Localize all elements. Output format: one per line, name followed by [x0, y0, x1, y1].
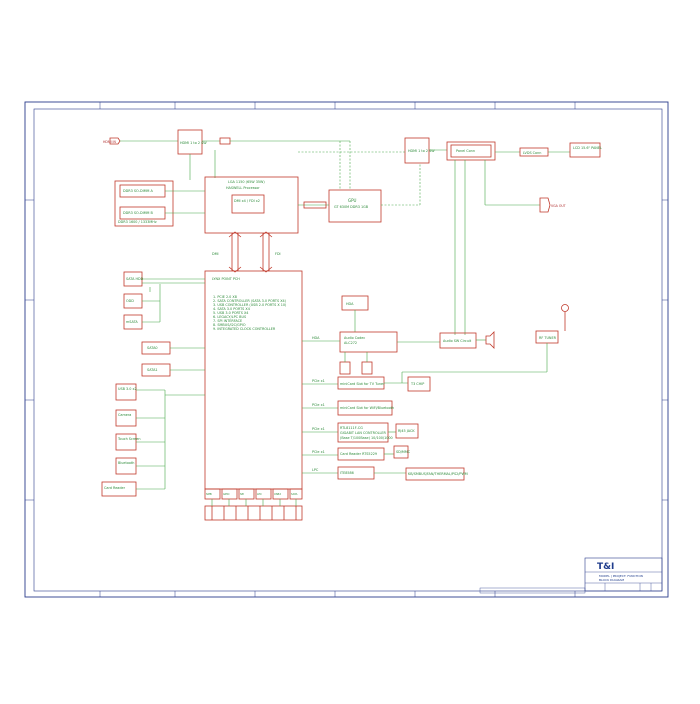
pch-feature: 7. SPI INTERFACE	[213, 319, 242, 323]
sata1-label: SATA1	[147, 368, 158, 372]
cpu-inner-box	[231, 194, 265, 214]
ec-sub-label: KB/SMBUS/FAN/THERMAL/PS2/PWM	[408, 472, 468, 476]
audio-switch-label: Audio SW Circuit	[443, 339, 472, 343]
display-switch-label: HDMI 1 to 2 SW	[408, 149, 435, 153]
storage-devices: SATA HDD ODD mSATA	[123, 271, 205, 330]
lpc-label: LPC	[312, 468, 319, 472]
antenna-icon	[561, 304, 569, 312]
gpu-box	[328, 189, 382, 223]
hdmi-mux-label: HDMI 1 to 2 SW	[180, 141, 207, 145]
hdmi-buffer	[219, 137, 231, 145]
vga-connector	[539, 197, 551, 213]
speaker-icon	[485, 331, 495, 349]
mic-box	[361, 361, 373, 375]
cardreader-label: Card Reader RTS5229	[340, 452, 377, 456]
cpu-title: LGA 1150 (65W 35W)	[228, 180, 265, 184]
pcie-bus-label: PCIe x1	[312, 379, 325, 383]
lan-sub2: (Base T/100Base) 10/100/1000	[340, 436, 393, 440]
dmi-fdi-links: DMI FDI	[212, 231, 281, 273]
cpu-subtitle: HASWELL Processor	[226, 186, 260, 190]
bus-label: SMB	[206, 492, 212, 496]
zone-ticks	[25, 102, 668, 597]
rf-tuner-label: RF TUNER	[539, 336, 557, 340]
ddr-group	[114, 180, 174, 227]
codec-sub: ALC272	[344, 341, 357, 345]
pch-feature: 3. USB CONTROLLER (USB 2.0 PORTS X 10)	[213, 303, 287, 307]
codec-label: Audio Codec	[344, 336, 365, 340]
gpu-label: GPU	[348, 198, 357, 203]
hdmi-in-label: HDMI IN	[103, 140, 116, 144]
title-line2: BLOCK DIAGRAM	[599, 578, 625, 582]
usb-device-label: USB 3.0 x2	[118, 387, 137, 391]
ddr-b-label: DDR3 SO-DIMM B	[123, 211, 153, 215]
pcie-bus-label: PCIe x1	[312, 403, 325, 407]
title-block: T&I MODEL | PROJECT: FUNCTION BLOCK DIAG…	[479, 557, 663, 594]
ddr-a-label: DDR3 SO-DIMM A	[123, 189, 153, 193]
pch-feature: 6. LEGACY/LPC BUS	[213, 315, 246, 319]
gpu-sub: GT 630M DDR3 1GB	[334, 205, 369, 209]
pcie-tv-chip-label: T3 CHIP	[410, 382, 424, 386]
bottom-bus-connectors: SMB GPIO SPI LPC USB2 SATA	[204, 488, 303, 521]
title-line1: MODEL | PROJECT: FUNCTION	[599, 574, 643, 578]
lvds-conn-label: LVDS Conn	[523, 151, 541, 155]
pcie-devices: PCIe x1 miniCard Slot for TV Tuner T3 CH…	[302, 376, 468, 481]
fdi-label: FDI	[275, 252, 281, 256]
dmi-label: DMI	[212, 252, 219, 256]
pcie-bus-label: PCIe x1	[312, 450, 325, 454]
speaker-box	[339, 361, 351, 375]
vga-out-label: VGA OUT	[551, 204, 566, 208]
hdmi-in-connector: HDMI IN	[103, 137, 178, 145]
lcd-panel-label: LCD 15.6" PANEL	[573, 146, 602, 150]
msata-label: mSATA	[126, 320, 138, 324]
odd-label: ODD	[126, 299, 134, 303]
usb-device-label: Touch Screen	[117, 437, 140, 441]
pch-title: LYNX POINT PCH	[212, 277, 240, 281]
pcie-bus-label: PCIe x1	[312, 427, 325, 431]
panel-conn-box	[446, 141, 496, 161]
cardreader-slot-label: SD/MMC	[396, 450, 411, 454]
ec-label: ITE8586	[340, 471, 354, 475]
usb-devices: USB 3.0 x2 Camera Touch Screen Bluetooth…	[101, 383, 205, 497]
lan-sub1: GIGABIT LAN CONTROLLER	[340, 431, 387, 435]
pch-feature: 2. SATA CONTROLLER (SATA 3.0 PORTS X4)	[213, 299, 287, 303]
hda-label: HDA	[346, 302, 354, 306]
bus-label: USB2	[274, 492, 281, 496]
lcd-panel-box	[569, 142, 601, 158]
inner-frame	[33, 108, 663, 592]
hda-bus-label: HDA	[312, 336, 320, 340]
panel-conn-label: Panel Conn	[456, 149, 475, 153]
usb-device-label: Bluetooth	[118, 461, 134, 465]
sata0-label: SATA0	[147, 346, 158, 350]
company-logo: T&I	[597, 562, 614, 572]
cpu-inner-label: DMI x4 / FDI x2	[234, 199, 260, 203]
bus-label: SPI	[240, 492, 244, 496]
pch-feature: 9. INTEGRATED CLOCK CONTROLLER	[213, 327, 276, 331]
audio-switch-box	[439, 332, 477, 349]
pcie-wifi-label: miniCard Slot for WiFi/Bluetooth	[340, 406, 394, 410]
pch-feature: 4. SATA 3.0 PORTS X4	[213, 307, 250, 311]
pch-feature: 8. SMBUS/I2C/GPIO	[213, 323, 246, 327]
pch-feature: 1. PCIE 2.0 X8	[213, 295, 237, 299]
display-switch	[404, 137, 430, 164]
lan-title: RTL8111F-CG	[340, 426, 363, 430]
pcie-tv-label: miniCard Slot for TV Tuner	[340, 382, 385, 386]
lan-jack-label: RJ45 JACK	[398, 429, 415, 433]
bus-label: LPC	[257, 492, 262, 496]
pch-feature: 5. USB 3.0 PORTS X4	[213, 311, 248, 315]
bus-label: GPIO	[223, 492, 229, 496]
sata-hdd-label: SATA HDD	[126, 277, 144, 281]
bus-label: SATA	[291, 492, 298, 496]
pch-feature-list: 1. PCIE 2.0 X8 2. SATA CONTROLLER (SATA …	[213, 295, 287, 331]
usb-device-label: Camera	[118, 413, 131, 417]
usb-device-label: Card Reader	[104, 486, 126, 490]
ddr-note: DDR3 1600 / 1333MHz	[118, 220, 157, 224]
outer-frame	[24, 101, 669, 598]
